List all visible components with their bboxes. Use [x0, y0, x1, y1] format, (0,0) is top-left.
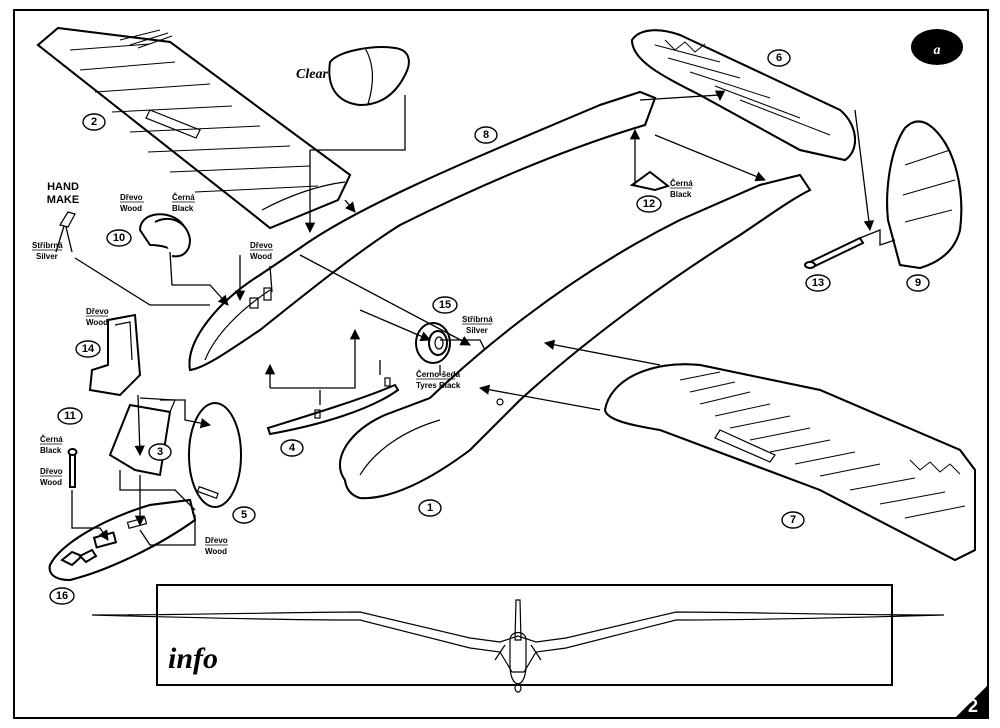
clear-label: Clear — [296, 67, 328, 82]
svg-text:Black: Black — [670, 190, 692, 199]
svg-text:Černá: Černá — [172, 193, 195, 202]
svg-text:Černo-šedá: Černo-šedá — [416, 370, 461, 379]
page-number-tab: 2 — [955, 685, 988, 718]
glider-top-view — [91, 599, 945, 693]
svg-text:Wood: Wood — [205, 547, 227, 556]
svg-text:Silver: Silver — [36, 252, 58, 261]
callout-7: 7 — [781, 511, 805, 529]
callout-8: 8 — [474, 126, 498, 144]
svg-text:Dřevo: Dřevo — [250, 241, 273, 250]
svg-text:1: 1 — [427, 502, 433, 514]
part-16-cockpit-floor — [48, 498, 197, 582]
callout-12: 12 — [636, 195, 662, 213]
callout-4: 4 — [280, 439, 304, 457]
svg-text:4: 4 — [289, 442, 296, 454]
callout-5: 5 — [232, 506, 256, 524]
part-9-rudder — [886, 120, 963, 270]
svg-text:14: 14 — [82, 343, 95, 355]
part-4-skid — [266, 377, 400, 436]
svg-text:Černá: Černá — [670, 179, 693, 188]
part-11-control-stick — [67, 448, 78, 488]
svg-text:Black: Black — [40, 446, 62, 455]
part-15-wheel — [415, 322, 451, 364]
svg-text:8: 8 — [483, 129, 489, 141]
svg-text:6: 6 — [776, 52, 782, 64]
svg-text:MAKE: MAKE — [47, 194, 79, 206]
svg-text:7: 7 — [790, 514, 796, 526]
part-8-fuselage-pod — [188, 90, 657, 372]
part-6-stabilizer — [630, 29, 857, 162]
assembly-leaders — [71, 90, 896, 546]
svg-text:Stříbrná: Stříbrná — [32, 241, 63, 250]
svg-text:13: 13 — [812, 277, 824, 289]
callout-16: 16 — [49, 587, 75, 605]
svg-text:15: 15 — [439, 299, 451, 311]
callout-14: 14 — [75, 340, 101, 358]
svg-text:Dřevo: Dřevo — [86, 307, 109, 316]
svg-text:5: 5 — [241, 509, 247, 521]
svg-text:Dřevo: Dřevo — [40, 467, 63, 476]
svg-text:Silver: Silver — [466, 326, 488, 335]
svg-text:Wood: Wood — [120, 204, 142, 213]
callout-3: 3 — [148, 443, 172, 461]
svg-text:9: 9 — [915, 277, 921, 289]
part-12-bracket — [629, 170, 671, 192]
callout-6: 6 — [767, 49, 791, 67]
page-number: 2 — [968, 696, 978, 716]
svg-text:Dřevo: Dřevo — [120, 193, 143, 202]
part-2-left-wing — [36, 26, 352, 230]
svg-text:11: 11 — [64, 410, 76, 422]
hand-make-label: HAND MAKE — [47, 181, 79, 206]
info-label: info — [168, 642, 218, 675]
callout-10: 10 — [106, 229, 132, 247]
svg-text:Wood: Wood — [40, 478, 62, 487]
canopy-clear: Clear — [296, 46, 410, 107]
info-reference-box: info — [91, 584, 945, 693]
callout-9: 9 — [906, 274, 930, 292]
svg-text:2: 2 — [91, 116, 97, 128]
callout-1: 1 — [418, 499, 442, 517]
knife-tool-icon — [55, 211, 76, 253]
part-7-right-wing — [603, 363, 976, 562]
svg-text:10: 10 — [113, 232, 125, 244]
svg-text:Stříbrná: Stříbrná — [462, 315, 493, 324]
brand-badge: a — [911, 29, 963, 65]
svg-text:Dřevo: Dřevo — [205, 536, 228, 545]
callout-15: 15 — [432, 296, 458, 314]
svg-text:16: 16 — [56, 590, 68, 602]
svg-text:Wood: Wood — [86, 318, 108, 327]
callout-13: 13 — [805, 274, 831, 292]
callout-11: 11 — [57, 407, 83, 425]
callout-2: 2 — [82, 113, 106, 131]
part-callouts: 1 2 3 4 5 6 7 8 9 10 11 12 13 14 15 16 — [49, 49, 930, 605]
part-1-fuselage-main — [339, 173, 812, 500]
part-5-bulkhead — [188, 402, 242, 508]
svg-text:Tyres Black: Tyres Black — [416, 381, 461, 390]
part-14-seat — [88, 313, 142, 397]
page-frame — [13, 9, 989, 719]
part-10-instrument-panel — [138, 213, 192, 258]
svg-text:Černá: Černá — [40, 435, 63, 444]
svg-text:Black: Black — [172, 204, 194, 213]
part-3-seat-back — [108, 397, 176, 477]
svg-text:HAND: HAND — [47, 181, 79, 193]
part-13-tail-rod — [804, 236, 865, 269]
svg-text:3: 3 — [157, 446, 163, 458]
svg-text:Wood: Wood — [250, 252, 272, 261]
brand-badge-text: a — [934, 43, 941, 58]
svg-text:12: 12 — [643, 198, 655, 210]
